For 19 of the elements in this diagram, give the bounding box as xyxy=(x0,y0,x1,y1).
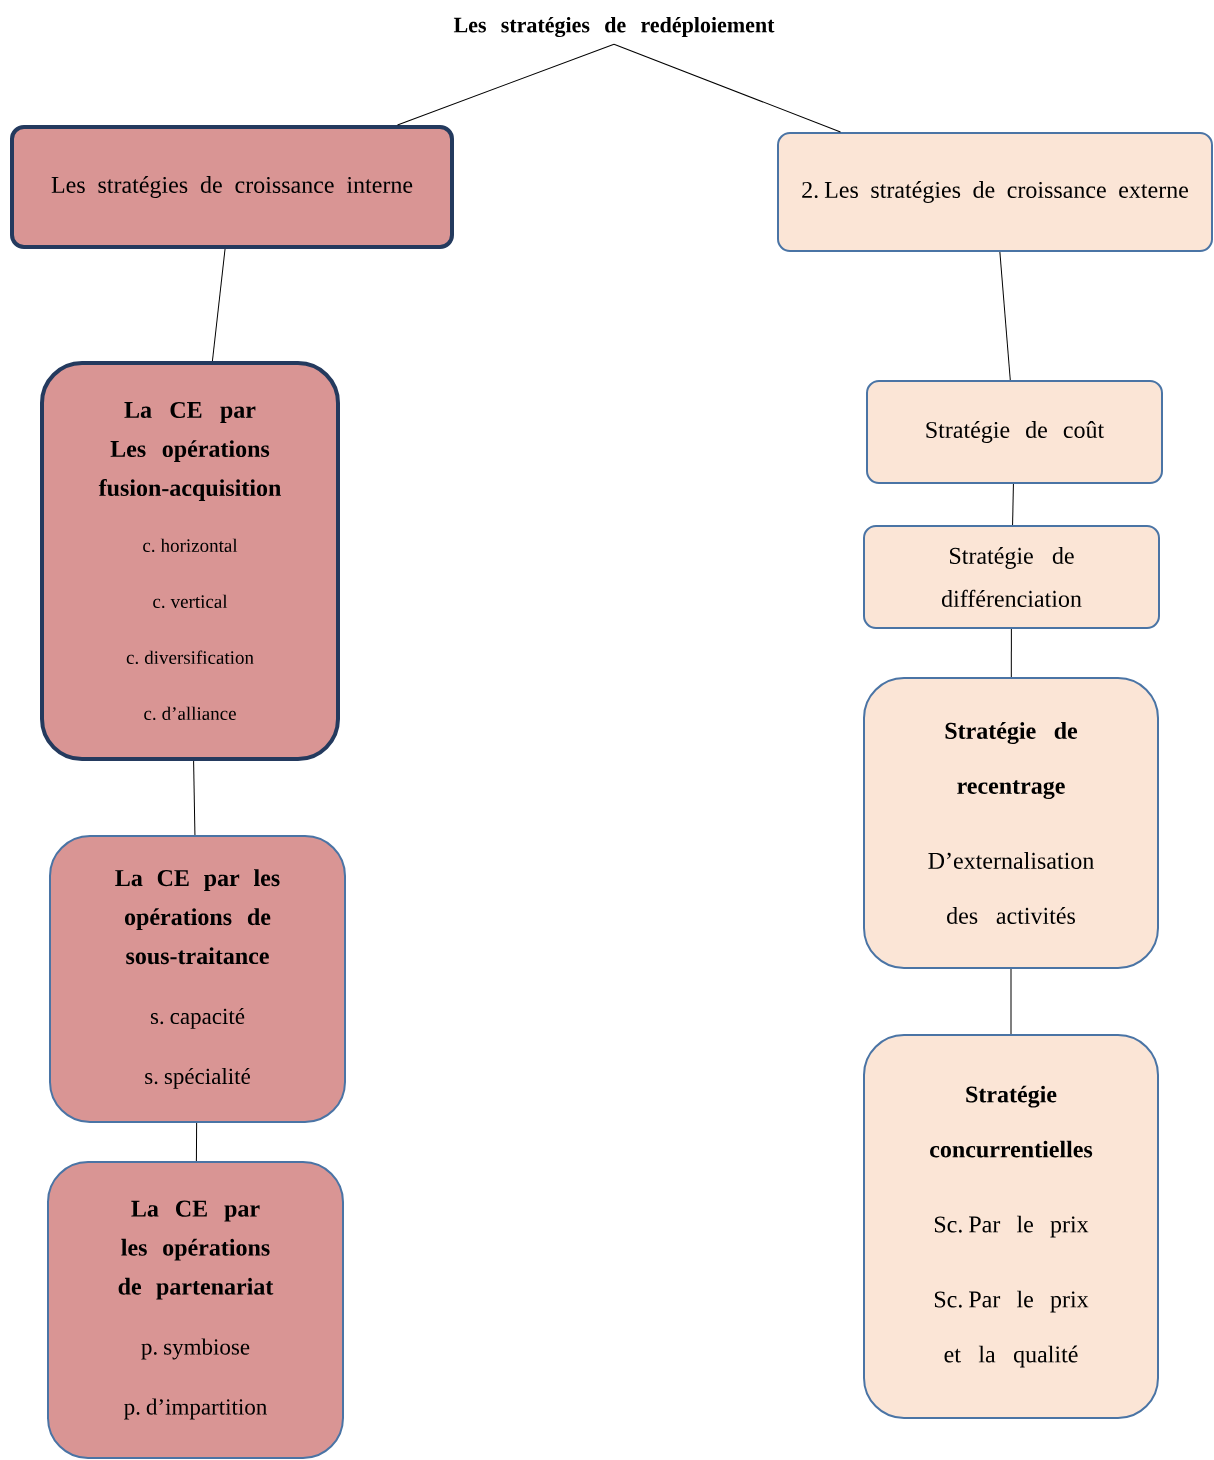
strategy-box: La CE par les opérations de sous-traitance s. capacité s. spécialité xyxy=(49,835,346,1123)
connector-line xyxy=(1010,628,1012,678)
connector-line xyxy=(211,248,226,362)
connector-line xyxy=(397,43,615,126)
strategy-box: Stratégie de coût xyxy=(866,380,1163,484)
strategy-box: Stratégie de différenciation xyxy=(863,525,1160,629)
category-box: 2. Les stratégies de croissance externe xyxy=(777,132,1213,252)
strategy-box: La CE par les opérations de partenariat p. symbiose p. d’impartition xyxy=(47,1161,344,1459)
connector-line xyxy=(195,1122,198,1162)
strategy-box: Stratégie de recentrage D’externalisation des activités xyxy=(863,677,1159,969)
connector-line xyxy=(1012,483,1014,526)
connector-line xyxy=(613,43,841,133)
connector-line xyxy=(1010,968,1012,1035)
strategy-box: Stratégie concurrentielles Sc. Par le prix Sc. Par le prix et la qualité xyxy=(863,1034,1159,1419)
strategy-box: La CE par Les opérations fusion-acquisition c. horizontal c. vertical c. diversification c. d’alliance xyxy=(40,361,340,761)
connector-line xyxy=(999,251,1011,381)
category-box: Les stratégies de croissance interne xyxy=(10,125,454,249)
title-text: Les stratégies de redéploiement xyxy=(453,16,775,38)
connector-line xyxy=(193,760,196,836)
